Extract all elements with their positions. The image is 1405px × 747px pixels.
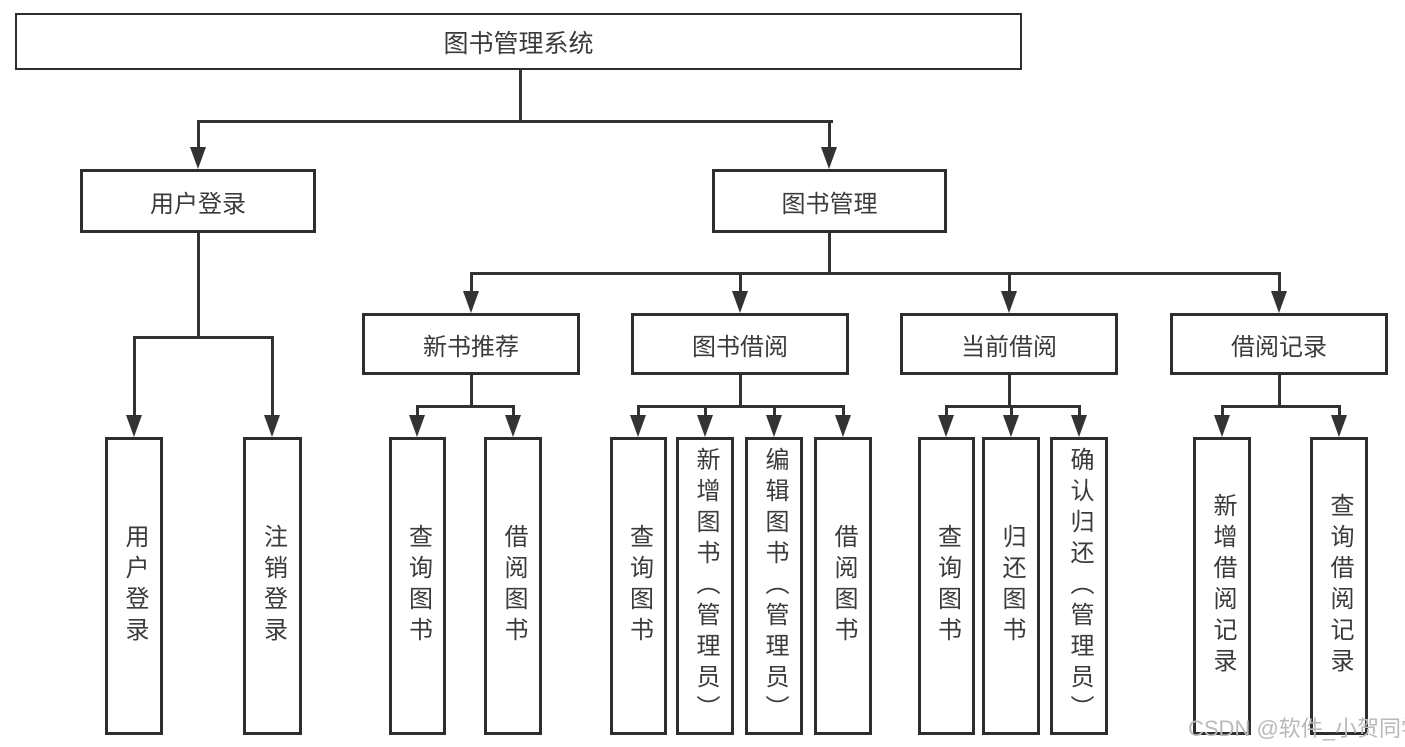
- connector-user-login-hline: [133, 336, 274, 339]
- leaf-bb-query-books: 查询图书: [610, 437, 667, 735]
- connector-new-book-stem: [470, 375, 473, 408]
- arrowhead-icon: [938, 415, 954, 437]
- leaf-rec-query-books: 查询图书: [389, 437, 446, 735]
- connector-root-hline: [197, 120, 833, 123]
- leaf-rec-borrow-books-label: 借阅图书: [500, 524, 527, 648]
- node-root: 图书管理系统: [15, 13, 1022, 70]
- arrowhead-icon: [1214, 415, 1230, 437]
- arrowhead-icon: [1331, 415, 1347, 437]
- connector-drop-leaf-login: [133, 336, 136, 417]
- connector-drop-book-borrow: [739, 272, 742, 292]
- leaf-cb-return-books: 归还图书: [982, 437, 1040, 735]
- node-user-login-label: 用户登录: [150, 190, 246, 218]
- connector-root-stem: [519, 70, 522, 123]
- node-new-book-rec-label: 新书推荐: [423, 333, 519, 361]
- leaf-cb-query-books-label: 查询图书: [933, 524, 961, 648]
- connector-drop: [637, 405, 640, 418]
- leaf-br-add-record: 新增借阅记录: [1193, 437, 1251, 735]
- connector-drop-borrow-record: [1278, 272, 1281, 292]
- connector-user-login-stem: [197, 233, 200, 336]
- connector-drop: [1078, 405, 1081, 418]
- connector-current-borrow-hline: [945, 405, 1081, 408]
- connector-borrow-record-hline: [1221, 405, 1341, 408]
- leaf-bb-query-books-label: 查询图书: [625, 524, 653, 648]
- arrowhead-icon: [1001, 291, 1017, 313]
- arrowhead-icon: [1071, 415, 1087, 437]
- leaf-bb-edit-books-admin: 编辑图书（管理员）: [745, 437, 803, 735]
- connector-borrow-record-stem: [1278, 375, 1281, 408]
- connector-drop: [704, 405, 707, 418]
- leaf-cb-confirm-return-admin-label: 确认归还（管理员）: [1066, 446, 1093, 726]
- arrowhead-icon: [126, 415, 142, 437]
- leaf-cb-confirm-return-admin: 确认归还（管理员）: [1050, 437, 1108, 735]
- leaf-bb-add-books-admin-label: 新增图书（管理员）: [692, 446, 719, 726]
- connector-drop: [945, 405, 948, 418]
- connector-drop: [842, 405, 845, 418]
- connector-drop: [773, 405, 776, 418]
- connector-drop-leaf-logout: [271, 336, 274, 417]
- connector-book-mgmt-hline: [470, 272, 1281, 275]
- leaf-bb-add-books-admin: 新增图书（管理员）: [676, 437, 734, 735]
- leaf-br-query-record-label: 查询借阅记录: [1326, 493, 1353, 679]
- node-current-borrow-label: 当前借阅: [961, 333, 1057, 361]
- connector-drop-new-book: [470, 272, 473, 292]
- leaf-bb-edit-books-admin-label: 编辑图书（管理员）: [761, 446, 788, 726]
- leaf-bb-borrow-books-label: 借阅图书: [830, 524, 857, 648]
- node-book-mgmt: 图书管理: [712, 169, 947, 233]
- arrowhead-icon: [835, 415, 851, 437]
- connector-drop: [512, 405, 515, 418]
- csdn-watermark: CSDN @软件_小贺同学: [1188, 716, 1405, 741]
- leaf-br-add-record-label: 新增借阅记录: [1209, 493, 1236, 679]
- connector-book-borrow-hline: [637, 405, 845, 408]
- connector-drop: [416, 405, 419, 418]
- node-borrow-record-label: 借阅记录: [1231, 333, 1327, 361]
- leaf-cb-return-books-label: 归还图书: [998, 524, 1025, 648]
- node-book-borrow: 图书借阅: [631, 313, 849, 375]
- connector-drop: [1010, 405, 1013, 418]
- connector-current-borrow-stem: [1008, 375, 1011, 408]
- leaf-logout: 注销登录: [243, 437, 302, 735]
- connector-drop-book-mgmt: [828, 120, 831, 150]
- connector-drop: [1221, 405, 1224, 418]
- arrowhead-icon: [190, 147, 206, 169]
- arrowhead-icon: [463, 291, 479, 313]
- node-borrow-record: 借阅记录: [1170, 313, 1388, 375]
- arrowhead-icon: [732, 291, 748, 313]
- leaf-rec-query-books-label: 查询图书: [404, 524, 432, 648]
- connector-book-mgmt-stem: [828, 233, 831, 272]
- arrowhead-icon: [264, 415, 280, 437]
- arrowhead-icon: [1271, 291, 1287, 313]
- node-root-label: 图书管理系统: [443, 29, 594, 58]
- connector-drop-user-login: [197, 120, 200, 150]
- node-book-borrow-label: 图书借阅: [692, 333, 788, 361]
- connector-drop: [1338, 405, 1341, 418]
- connector-new-book-hline: [416, 405, 515, 408]
- leaf-user-login-label: 用户登录: [121, 524, 148, 648]
- node-new-book-rec: 新书推荐: [362, 313, 580, 375]
- arrowhead-icon: [630, 415, 646, 437]
- leaf-br-query-record: 查询借阅记录: [1310, 437, 1368, 735]
- connector-drop-current-borrow: [1008, 272, 1011, 292]
- leaf-logout-label: 注销登录: [259, 524, 287, 648]
- leaf-cb-query-books: 查询图书: [918, 437, 975, 735]
- leaf-bb-borrow-books: 借阅图书: [814, 437, 872, 735]
- node-current-borrow: 当前借阅: [900, 313, 1118, 375]
- arrowhead-icon: [505, 415, 521, 437]
- node-book-mgmt-label: 图书管理: [781, 190, 878, 218]
- arrowhead-icon: [766, 415, 782, 437]
- connector-book-borrow-stem: [739, 375, 742, 408]
- leaf-user-login: 用户登录: [105, 437, 163, 735]
- arrowhead-icon: [409, 415, 425, 437]
- arrowhead-icon: [1003, 415, 1019, 437]
- leaf-rec-borrow-books: 借阅图书: [484, 437, 542, 735]
- arrowhead-icon: [697, 415, 713, 437]
- node-user-login: 用户登录: [80, 169, 316, 233]
- arrowhead-icon: [821, 147, 837, 169]
